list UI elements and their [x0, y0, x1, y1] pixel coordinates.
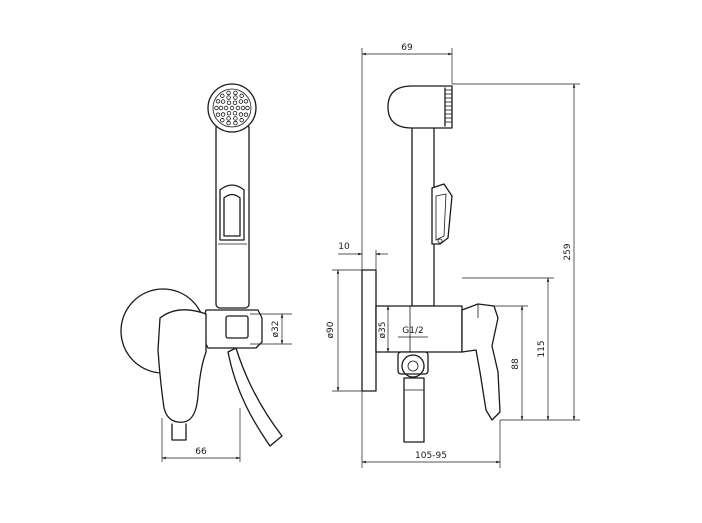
dim-35-label: ø35 [378, 322, 388, 339]
dim-66-label: 66 [195, 447, 207, 457]
nozzle [226, 110, 232, 116]
thread-label: G1/2 [402, 326, 423, 336]
side-nut-inner [407, 360, 419, 372]
front-mixer-lever [157, 309, 207, 423]
side-shower-head [387, 85, 453, 129]
nozzle [226, 116, 231, 121]
nozzle [223, 105, 229, 111]
side-wall-plate [361, 269, 377, 392]
side-view: 69 10 ø90 ø35 G1/2 105-95 88 115 [326, 43, 580, 468]
nozzle [232, 110, 238, 116]
nozzle [233, 116, 238, 121]
front-spray-face [212, 88, 252, 128]
nozzle [218, 105, 224, 111]
front-view: 66 ø32 [120, 83, 292, 462]
nozzle [226, 120, 231, 126]
side-spray-face [445, 89, 452, 123]
side-trigger [431, 183, 453, 245]
side-shower-stem [411, 119, 435, 307]
front-holder-knob [225, 315, 249, 339]
nozzle [239, 93, 244, 99]
nozzle [226, 90, 231, 96]
front-shower-head [207, 83, 257, 133]
nozzle [220, 112, 226, 117]
nozzle [240, 105, 246, 111]
nozzle [233, 120, 238, 126]
nozzle [220, 117, 225, 123]
dim-259-label: 259 [563, 243, 573, 260]
dim-32-label: ø32 [271, 321, 281, 338]
nozzle [239, 117, 244, 123]
front-trigger-outer [219, 184, 245, 241]
nozzle [220, 99, 226, 104]
nozzle [233, 90, 238, 96]
side-trigger-inner [435, 193, 447, 241]
nozzle [243, 112, 249, 117]
front-hose [227, 347, 283, 447]
front-lever-base [171, 423, 187, 441]
nozzle [226, 95, 231, 100]
dim-10-label: 10 [338, 242, 350, 252]
dim-69-label: 69 [401, 43, 413, 53]
dim-90-label: ø90 [326, 321, 336, 338]
nozzle [235, 105, 241, 111]
nozzle [215, 112, 221, 117]
front-trigger-inner [223, 193, 241, 237]
dim-105-95-label: 105-95 [415, 451, 447, 461]
nozzle [229, 105, 235, 111]
spray-nozzles [214, 90, 250, 126]
nozzle [226, 100, 232, 105]
side-trigger-pin [437, 238, 443, 244]
dim-115-label: 115 [537, 340, 547, 357]
dim-88-label: 88 [511, 358, 521, 370]
side-hose-pipe [403, 377, 425, 443]
side-nut-circle [401, 354, 425, 378]
nozzle [245, 105, 250, 111]
nozzle [215, 99, 221, 104]
nozzle [243, 99, 249, 104]
nozzle [214, 105, 219, 111]
side-mixer-lever [461, 303, 501, 421]
nozzle [233, 95, 238, 100]
nozzle [232, 100, 238, 105]
nozzle [238, 99, 244, 104]
nozzle [220, 93, 225, 99]
nozzle [238, 112, 244, 117]
